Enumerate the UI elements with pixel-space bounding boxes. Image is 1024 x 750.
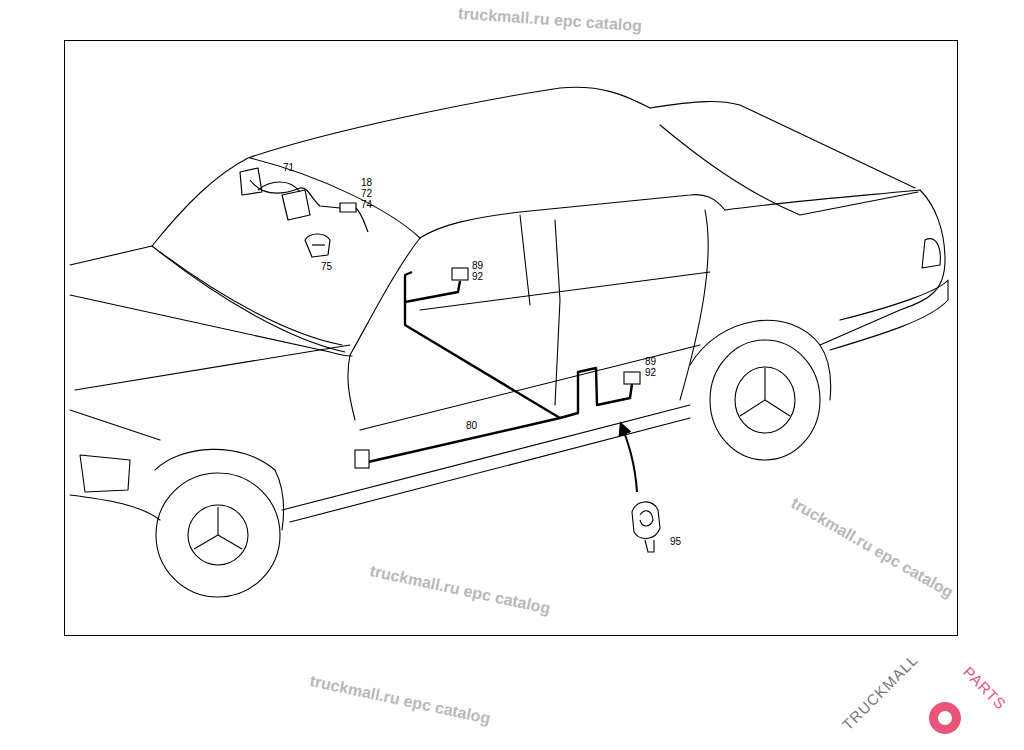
wiring-harness [405, 281, 460, 302]
car-body [70, 410, 160, 440]
callout-number: 72 [361, 189, 372, 199]
wheels [156, 473, 280, 597]
wheels [194, 507, 242, 549]
windshield-harness [240, 168, 368, 257]
clip-part [632, 502, 660, 538]
callout-number: 18 [361, 178, 372, 188]
wheels [156, 340, 820, 597]
car-body [70, 246, 152, 265]
car-body [680, 210, 708, 400]
wiring-harness [368, 272, 632, 462]
callout-number: 95 [670, 537, 681, 547]
logo-gear [929, 702, 961, 734]
frame [65, 41, 958, 636]
car-body [830, 280, 948, 350]
watermark: truckmall.ru epc catalog [458, 6, 643, 35]
car-body [348, 238, 420, 420]
wheels [188, 505, 248, 565]
watermark: truckmall.ru epc catalog [788, 495, 955, 601]
logo-gear [938, 711, 952, 725]
car-body [75, 345, 350, 390]
windshield-harness [282, 190, 310, 220]
callout-number: 92 [645, 368, 656, 378]
callout-number: 74 [361, 200, 372, 210]
car-body [420, 195, 725, 238]
windshield-harness [258, 182, 300, 192]
windshield-harness [305, 234, 330, 257]
connector [355, 268, 640, 468]
windshield-harness [340, 203, 356, 212]
callout-number: 89 [645, 357, 656, 367]
windshield-harness [312, 244, 325, 245]
car-body [520, 215, 530, 305]
callout-number: 80 [466, 421, 477, 431]
car-body [250, 158, 420, 238]
car-body [152, 87, 650, 246]
car-body [360, 345, 700, 430]
wheels [740, 368, 790, 416]
clip-part [621, 424, 660, 552]
wheels [735, 367, 795, 433]
clip-part [621, 424, 637, 492]
watermark: truckmall.ru epc catalog [308, 673, 491, 727]
clip-part [645, 540, 654, 552]
windshield-harness [356, 208, 368, 232]
car-body [70, 295, 352, 356]
car-body [70, 495, 160, 520]
logo-text: TRUCKMALL [839, 651, 920, 732]
wheels [710, 340, 820, 460]
callout-number: 71 [283, 163, 294, 173]
connector [355, 450, 369, 468]
car-body [282, 405, 690, 510]
logo-gear [929, 702, 961, 734]
car-body [160, 252, 342, 345]
car-body [660, 125, 918, 215]
connector [624, 372, 640, 384]
logo-text: PARTS [961, 664, 1010, 713]
connector [452, 268, 468, 280]
car-body [725, 190, 945, 345]
watermark: truckmall.ru epc catalog [368, 563, 551, 617]
car-body [80, 455, 130, 492]
callout-number: 75 [321, 262, 332, 272]
car-body [650, 102, 915, 188]
car-body [155, 449, 284, 530]
wiring-harness [405, 272, 560, 418]
car-body [152, 246, 345, 352]
car-body [70, 87, 948, 530]
callout-number: 89 [472, 261, 483, 271]
callout-number: 92 [472, 272, 483, 282]
car-body [922, 239, 940, 268]
windshield-harness [250, 180, 340, 208]
clip-part [640, 511, 653, 526]
car-body [555, 220, 560, 405]
